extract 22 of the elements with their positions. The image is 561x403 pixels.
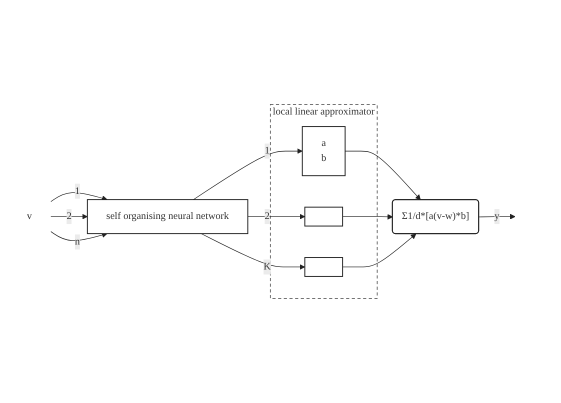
node-box <box>304 206 344 227</box>
node-box <box>304 257 344 277</box>
edge-label: n <box>74 236 80 248</box>
edge-label: 2 <box>66 210 72 222</box>
edge-label: 1 <box>264 145 270 156</box>
edge-label: y <box>494 210 500 222</box>
node-box: self organising neural network <box>86 199 248 234</box>
arrow <box>193 148 303 200</box>
edge-label: K <box>264 261 271 272</box>
arrow <box>200 233 306 270</box>
arrow <box>50 231 108 241</box>
node-text: v <box>26 210 32 222</box>
edge-label: 1 <box>74 186 80 196</box>
edge-label: 2 <box>264 210 270 222</box>
arrow <box>50 214 88 220</box>
arrow <box>344 150 421 200</box>
arrow <box>342 214 393 220</box>
arrow <box>50 192 108 202</box>
arrow <box>342 234 416 268</box>
node-box: a b <box>302 126 346 176</box>
arrow <box>478 214 516 220</box>
arrow <box>247 214 306 220</box>
